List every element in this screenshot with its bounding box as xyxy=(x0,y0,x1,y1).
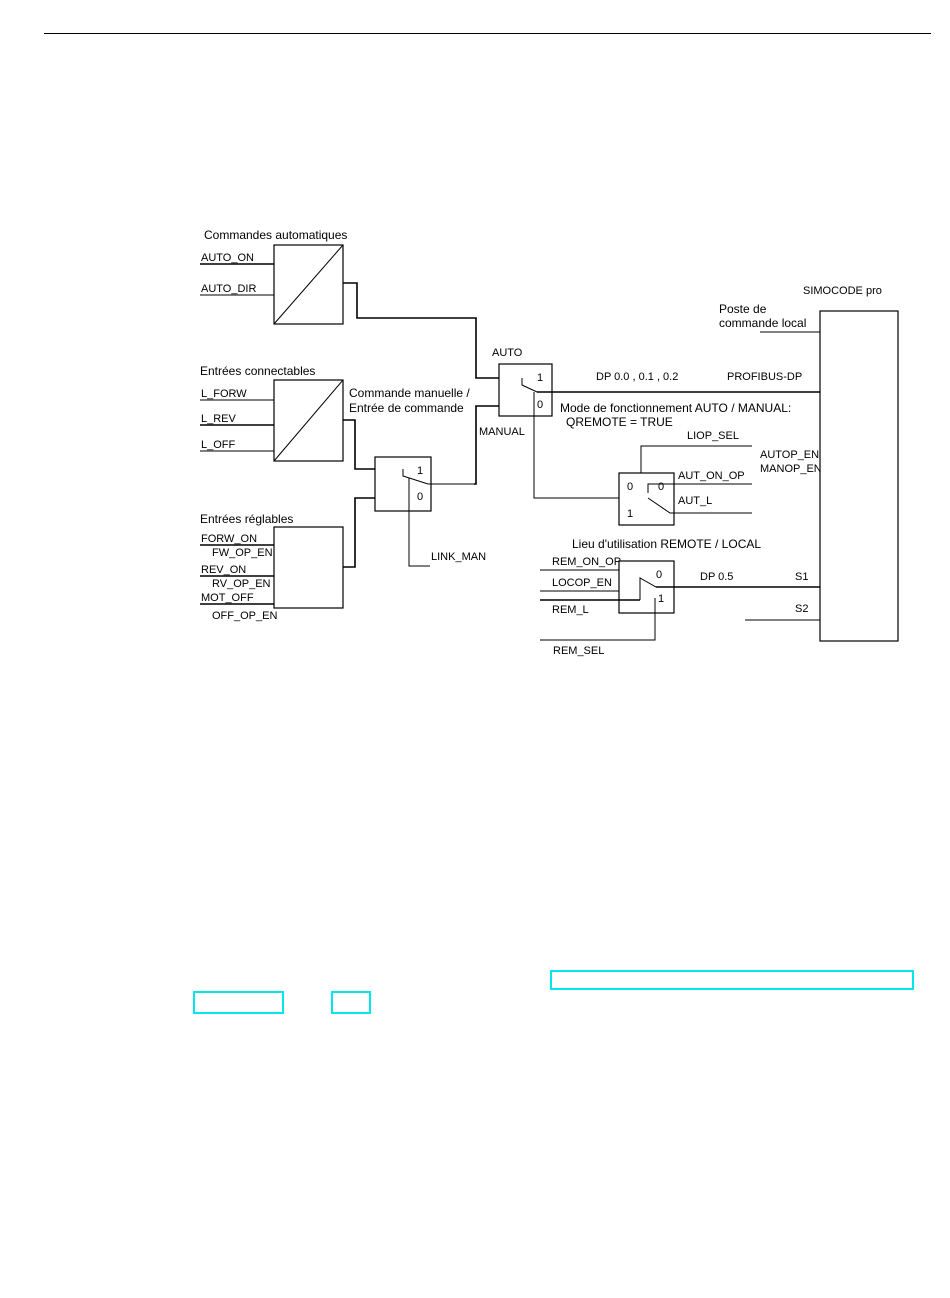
label-manual: MANUAL xyxy=(479,426,525,438)
label-aut-l: AUT_L xyxy=(678,495,712,507)
liop-switch-pos-1: 1 xyxy=(627,508,633,520)
link-man-switch-blade xyxy=(402,469,474,485)
label-dp-0-0-0-1-0-2: DP 0.0 , 0.1 , 0.2 xyxy=(596,371,678,383)
adjustable-inputs-block xyxy=(273,526,344,609)
auto-switch-pos-1: 1 xyxy=(537,372,543,384)
label-s2: S2 xyxy=(795,603,808,615)
label-auto-on: AUTO_ON xyxy=(201,252,254,264)
liop-switch-blade xyxy=(647,497,752,514)
auto-manual-switch xyxy=(498,363,553,417)
label-locop-en: LOCOP_EN xyxy=(552,577,612,589)
label-dp-0-5: DP 0.5 xyxy=(700,571,733,583)
auto-switch-pos-0: 0 xyxy=(537,399,543,411)
wire-rem-sel xyxy=(540,598,656,641)
label-off-op-en: OFF_OP_EN xyxy=(212,610,277,622)
label-poste-de: Poste de xyxy=(719,302,767,316)
wire-link-man xyxy=(408,478,430,567)
label-auto-dir: AUTO_DIR xyxy=(201,283,256,295)
label-lieu-utilisation: Lieu d'utilisation REMOTE / LOCAL xyxy=(572,537,761,551)
label-entree-de-commande: Entrée de commande xyxy=(349,401,464,415)
label-qremote-true: QREMOTE = TRUE xyxy=(566,415,673,429)
liop-switch xyxy=(618,472,675,526)
label-profibus-dp: PROFIBUS-DP xyxy=(727,371,802,383)
label-commandes-automatiques: Commandes automatiques xyxy=(204,228,347,242)
label-auto: AUTO xyxy=(492,347,523,359)
label-aut-on-op: AUT_ON_OP xyxy=(678,470,745,482)
rl-switch-pos-0: 0 xyxy=(656,569,662,581)
label-autop-en: AUTOP_EN xyxy=(760,449,819,461)
label-rv-op-en: RV_OP_EN xyxy=(212,578,271,590)
label-fw-op-en: FW_OP_EN xyxy=(212,547,273,559)
wire-auto-manual-to-liop xyxy=(533,392,648,499)
wire-aut-on-op xyxy=(647,483,752,493)
label-mode-fonctionnement: Mode de fonctionnement AUTO / MANUAL: xyxy=(560,401,791,415)
liop-switch-pos-0: 0 xyxy=(627,481,633,493)
label-mot-off: MOT_OFF xyxy=(201,592,254,604)
rl-switch-pos-1: 1 xyxy=(658,593,664,605)
highlight-box-1 xyxy=(550,970,914,990)
wire-liop-sel xyxy=(640,445,752,473)
label-entrees-connectables: Entrées connectables xyxy=(200,364,315,378)
auto-block-diagonal xyxy=(273,244,344,325)
label-entrees-reglables: Entrées réglables xyxy=(200,512,293,526)
simocode-pro-device xyxy=(819,310,899,642)
page-header-rule xyxy=(44,33,931,34)
label-l-forw: L_FORW xyxy=(201,388,247,400)
label-l-off: L_OFF xyxy=(201,439,236,451)
highlight-box-3 xyxy=(331,991,371,1014)
label-rem-l: REM_L xyxy=(552,604,589,616)
label-simocode-pro: SIMOCODE pro xyxy=(803,285,882,297)
connectable-block-diagonal xyxy=(273,379,344,462)
highlight-box-2 xyxy=(193,991,284,1014)
label-commande-manuelle: Commande manuelle / xyxy=(349,386,470,400)
wire-auto-to-switch xyxy=(343,282,522,379)
label-l-rev: L_REV xyxy=(201,413,237,425)
label-liop-sel: LIOP_SEL xyxy=(687,430,739,442)
label-manop-en: MANOP_EN xyxy=(760,463,822,475)
link-switch-pos-1: 1 xyxy=(417,465,423,477)
label-link-man: LINK_MAN xyxy=(431,551,486,563)
label-commande-local: commande local xyxy=(719,316,806,330)
label-rem-sel: REM_SEL xyxy=(553,645,604,657)
link-switch-pos-0: 0 xyxy=(417,491,423,503)
label-forw-on: FORW_ON xyxy=(201,533,257,545)
label-rev-on: REV_ON xyxy=(201,564,246,576)
label-rem-on-op: REM_ON_OP xyxy=(552,556,621,568)
label-s1: S1 xyxy=(795,571,808,583)
liop-switch-pos-0-right: 0 xyxy=(658,481,664,493)
